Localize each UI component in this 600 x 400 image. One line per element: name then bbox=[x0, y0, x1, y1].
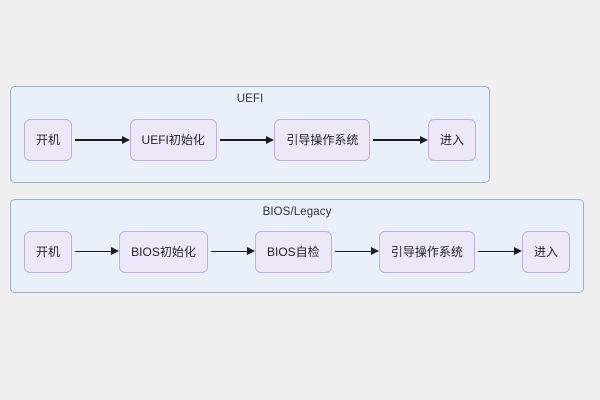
node-uefi-init[interactable]: UEFI初始化 bbox=[129, 119, 217, 161]
arrow-shaft bbox=[75, 139, 123, 141]
arrow-right-icon bbox=[217, 135, 275, 145]
flow-row-uefi: 开机 UEFI初始化 引导操作系统 进入 bbox=[11, 87, 489, 182]
node-label: 引导操作系统 bbox=[390, 244, 463, 259]
arrow-shaft bbox=[210, 250, 248, 253]
arrow-head bbox=[419, 135, 428, 144]
arrow-head bbox=[246, 247, 255, 255]
node-label: 进入 bbox=[533, 244, 558, 259]
arrow-right-icon bbox=[332, 247, 379, 257]
node-bios-boot-os[interactable]: 引导操作系统 bbox=[378, 230, 475, 273]
arrow-shaft bbox=[75, 250, 113, 253]
node-uefi-boot[interactable]: 开机 bbox=[24, 119, 73, 161]
node-label: BIOS自检 bbox=[266, 244, 320, 259]
arrow-right-icon bbox=[72, 135, 130, 145]
subgraph-title-uefi: UEFI bbox=[236, 93, 264, 105]
node-bios-enter[interactable]: 进入 bbox=[521, 230, 570, 273]
arrow-right-icon bbox=[475, 247, 522, 257]
arrow-head bbox=[370, 247, 379, 255]
node-label: BIOS初始化 bbox=[131, 244, 196, 259]
arrow-shaft bbox=[219, 139, 268, 141]
node-label: UEFI初始化 bbox=[141, 133, 205, 147]
arrow-right-icon bbox=[208, 247, 255, 257]
arrow-shaft bbox=[373, 139, 421, 141]
arrow-head bbox=[266, 135, 275, 144]
node-uefi-enter[interactable]: 进入 bbox=[427, 119, 476, 161]
node-label: 进入 bbox=[439, 133, 464, 147]
arrow-head bbox=[121, 135, 130, 144]
node-label: 引导操作系统 bbox=[286, 133, 359, 147]
flow-row-bios: 开机 BIOS初始化 BIOS自检 引导操作系统 bbox=[11, 200, 583, 292]
node-bios-boot[interactable]: 开机 bbox=[24, 230, 73, 273]
node-label: 开机 bbox=[36, 244, 61, 259]
arrow-right-icon bbox=[72, 247, 120, 257]
node-uefi-boot-os[interactable]: 引导操作系统 bbox=[274, 119, 371, 161]
arrow-right-icon bbox=[370, 135, 428, 145]
arrow-head bbox=[111, 247, 120, 255]
subgraph-title-bios-legacy: BIOS/Legacy bbox=[262, 206, 332, 218]
arrow-shaft bbox=[334, 250, 372, 253]
arrow-shaft bbox=[477, 250, 515, 253]
node-bios-post[interactable]: BIOS自检 bbox=[254, 230, 332, 273]
node-bios-init[interactable]: BIOS初始化 bbox=[119, 230, 208, 273]
subgraph-uefi: UEFI 开机 UEFI初始化 引导操作系统 bbox=[10, 86, 490, 183]
subgraph-bios-legacy: BIOS/Legacy 开机 BIOS初始化 BIOS自检 bbox=[10, 199, 584, 293]
arrow-head bbox=[513, 247, 522, 255]
node-label: 开机 bbox=[36, 133, 61, 147]
